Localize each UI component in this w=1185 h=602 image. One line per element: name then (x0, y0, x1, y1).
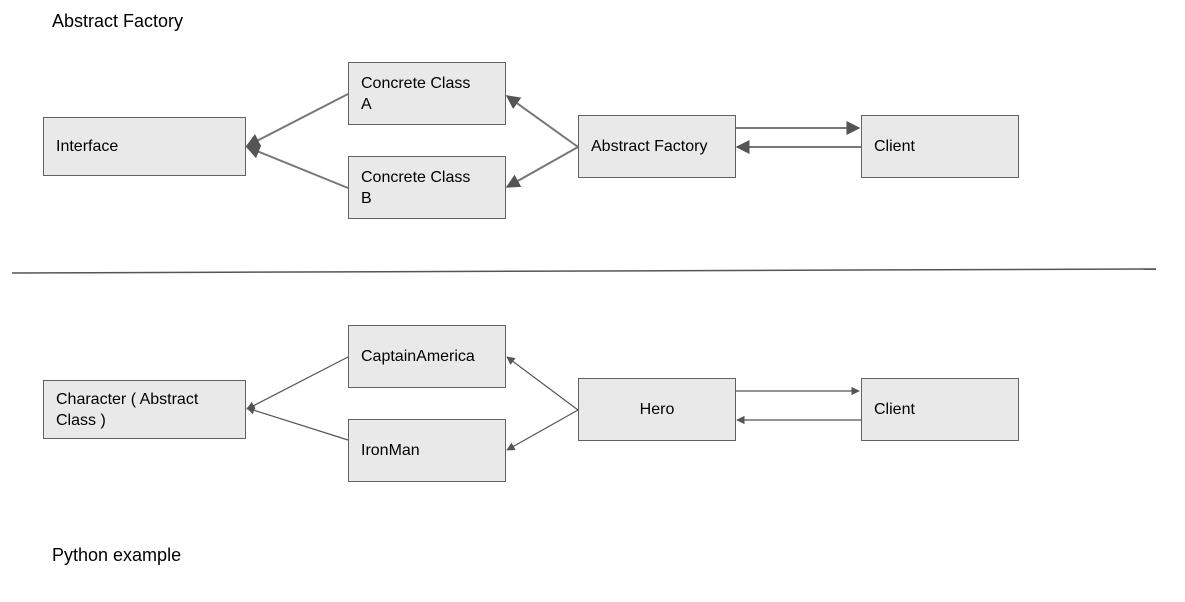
edge-factory-to-class-a (505, 95, 579, 148)
concrete-class-b-box: Concrete Class B (348, 156, 506, 219)
client-box-1: Client (861, 115, 1019, 178)
edge-hero-to-ironman (506, 409, 579, 451)
client-label-1: Client (874, 138, 915, 155)
concrete-class-a-box: Concrete Class A (348, 62, 506, 125)
interface-box: Interface (43, 117, 246, 176)
abstract-factory-label: Abstract Factory (591, 138, 708, 155)
interface-label: Interface (56, 138, 119, 155)
character-label-line1: Character ( Abstract (56, 390, 199, 408)
character-label-line2: Class ) (56, 411, 106, 429)
edge-captain-to-character (246, 356, 349, 410)
hero-box: Hero (578, 378, 736, 441)
concrete-class-b-label-line2: B (361, 189, 372, 207)
character-box: Character ( Abstract Class ) (43, 380, 246, 439)
edge-class-b-to-interface (245, 145, 349, 189)
concrete-class-a-label-line1: Concrete Class (361, 74, 471, 92)
ironman-label: IronMan (361, 442, 420, 459)
python-example-label: Python example (52, 545, 182, 565)
captain-america-box: CaptainAmerica (348, 325, 506, 388)
edge-factory-to-class-b (505, 146, 579, 188)
section-divider (11, 268, 1157, 274)
edge-class-a-to-interface (245, 93, 349, 147)
concrete-class-a-label-line2: A (361, 95, 372, 113)
ironman-box: IronMan (348, 419, 506, 482)
client-label-2: Client (874, 401, 915, 418)
diagram-title: Abstract Factory (52, 11, 184, 31)
edge-ironman-to-character (246, 406, 349, 441)
edge-hero-to-captain (506, 356, 579, 411)
hero-label: Hero (639, 401, 675, 418)
captain-america-label: CaptainAmerica (361, 348, 475, 365)
client-box-2: Client (861, 378, 1019, 441)
abstract-factory-box: Abstract Factory (578, 115, 736, 178)
concrete-class-b-label-line1: Concrete Class (361, 168, 471, 186)
